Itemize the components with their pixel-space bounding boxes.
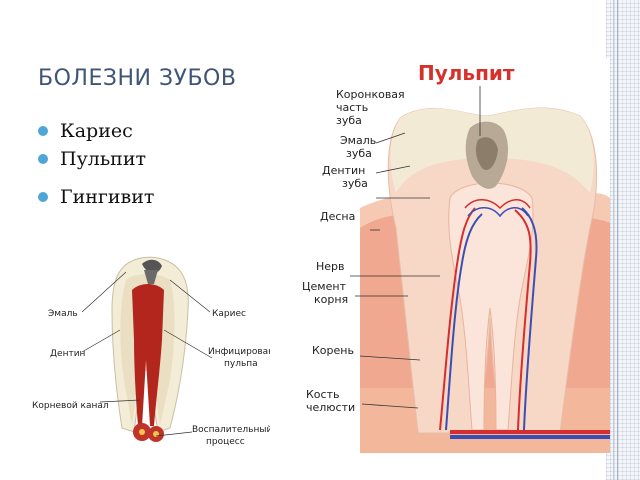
- label-inflammatory: Воспалительный: [192, 425, 270, 435]
- label-infected-pulp: Инфицированная: [208, 347, 270, 357]
- pulpitis-title: Пульпит: [418, 61, 515, 85]
- bullet-list: Кариес Пульпит Гингивит: [38, 118, 154, 212]
- right-rule: [617, 0, 618, 480]
- label-enamel-tooth-2: зуба: [346, 147, 372, 160]
- slide-title: БОЛЕЗНИ ЗУБОВ: [38, 66, 237, 91]
- right-rule-inner: [613, 0, 614, 480]
- label-nerve: Нерв: [316, 260, 345, 273]
- label-bone-2: челюсти: [306, 401, 355, 414]
- label-cement-2: корня: [314, 293, 348, 306]
- label-crown-3: зуба: [336, 114, 362, 127]
- label-gum: Десна: [320, 210, 355, 223]
- label-dentin: Дентин: [50, 349, 86, 359]
- label-infected-pulp-2: пульпа: [224, 359, 258, 369]
- label-caries: Кариес: [212, 309, 246, 319]
- bullet-item: Кариес: [38, 118, 154, 144]
- label-dentin-tooth: Дентин: [322, 164, 365, 177]
- label-inflammatory-2: процесс: [206, 437, 245, 447]
- bullet-item: Гингивит: [38, 184, 154, 210]
- label-crown-2: часть: [336, 101, 368, 114]
- label-enamel: Эмаль: [48, 309, 78, 319]
- right-decoration: [606, 0, 640, 480]
- label-cement: Цемент: [302, 280, 347, 293]
- label-root: Корень: [312, 344, 354, 357]
- label-root-canal: Корневой канал: [32, 401, 109, 411]
- bullet-dot-icon: [38, 192, 48, 202]
- pulpitis-diagram: Пульпит Коронковая часть зуба Эмаль зуба…: [300, 58, 610, 453]
- label-crown: Коронковая: [336, 88, 405, 101]
- bullet-dot-icon: [38, 126, 48, 136]
- bullet-item: Пульпит: [38, 146, 154, 172]
- caries-tooth-diagram: Эмаль Дентин Корневой канал Кариес Инфиц…: [32, 256, 270, 447]
- label-dentin-tooth-2: зуба: [342, 177, 368, 190]
- bullet-dot-icon: [38, 154, 48, 164]
- label-enamel-tooth: Эмаль: [340, 134, 376, 147]
- label-bone: Кость: [306, 388, 339, 401]
